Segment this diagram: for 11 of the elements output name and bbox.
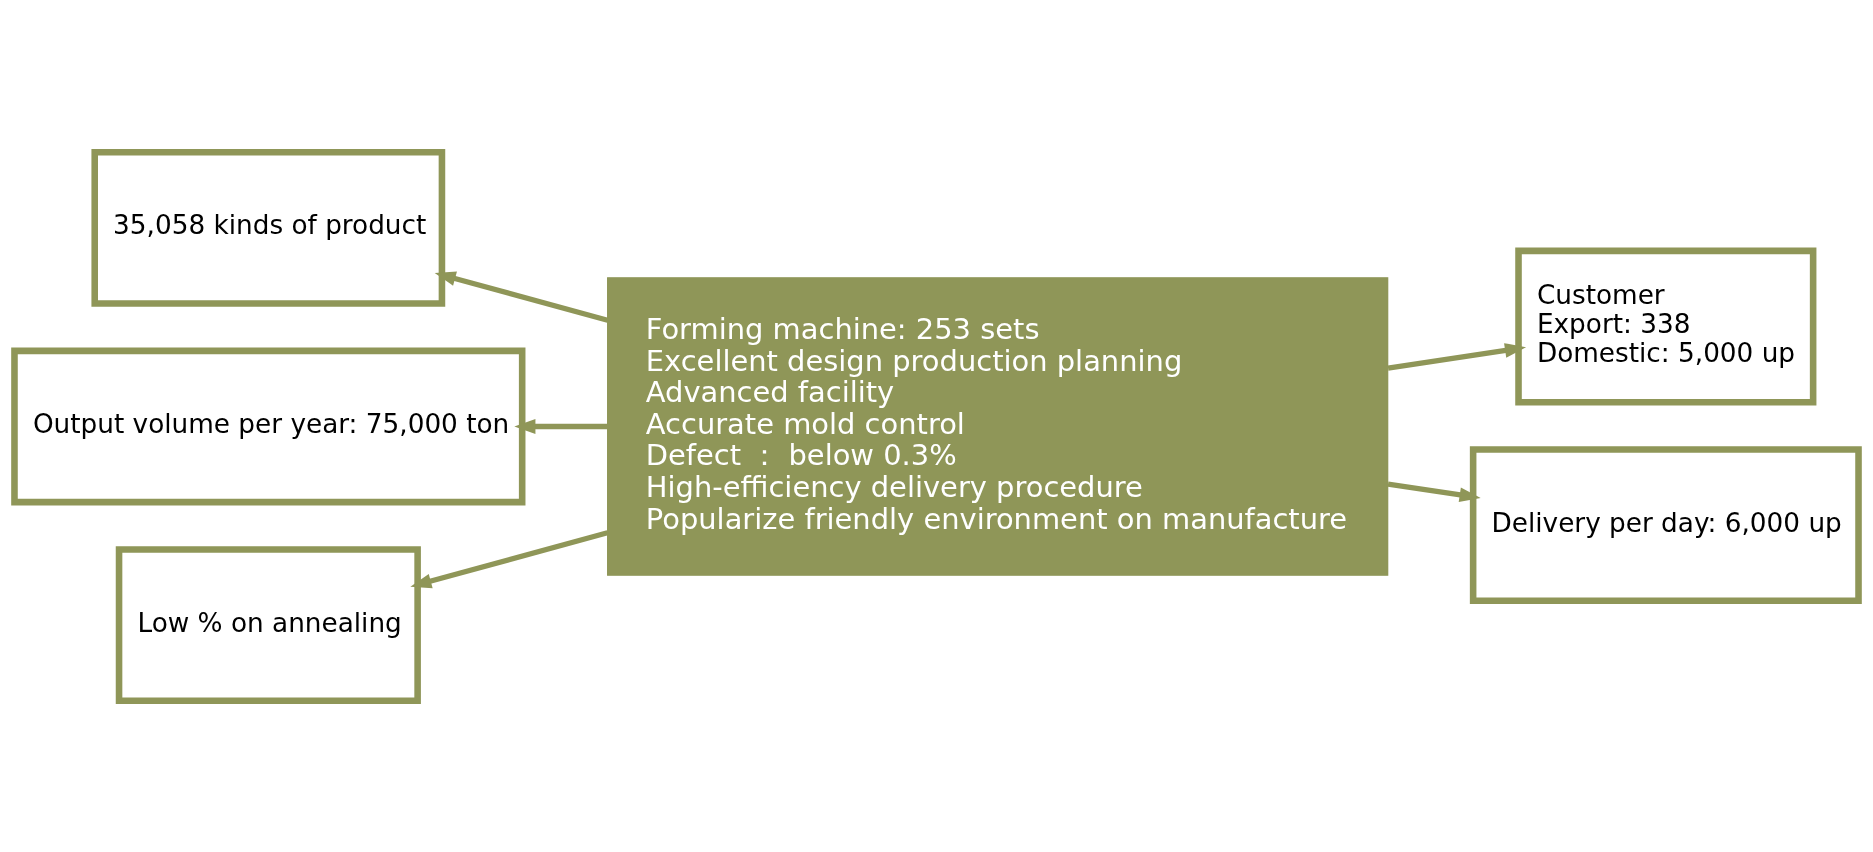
node-box: Output volume per year: 75,000 ton xyxy=(11,347,526,505)
node-box: Delivery per day: 6,000 up xyxy=(1469,445,1862,604)
arrow xyxy=(514,418,608,434)
node-box: Customer Export: 338 Domestic: 5,000 up xyxy=(1515,247,1817,405)
arrow xyxy=(1387,481,1481,502)
arrow xyxy=(1387,342,1527,371)
arrow xyxy=(410,529,609,588)
node-box: Low % on annealing xyxy=(115,545,421,704)
node-box: 35,058 kinds of product xyxy=(91,148,446,307)
node-box: Forming machine: 253 sets Excellent design production planning Advanced facility Accurate mold control Defect ： below 0.3% High-efficiency delivery procedure Popularize friendly environment on manufacture xyxy=(607,276,1389,576)
arrow xyxy=(434,270,609,323)
